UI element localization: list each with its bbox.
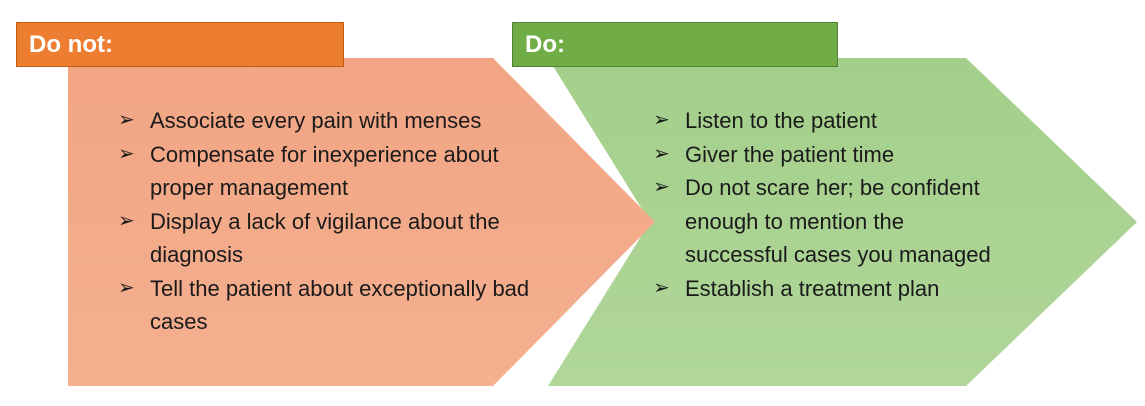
do-list: ➢ Listen to the patient ➢ Giver the pati… — [653, 104, 993, 305]
arrow-bullet-icon: ➢ — [653, 109, 670, 131]
list-item-text: Compensate for inexperience about proper… — [150, 141, 499, 201]
list-item-text: Tell the patient about exceptionally bad… — [150, 275, 530, 335]
arrow-bullet-icon: ➢ — [653, 142, 670, 165]
list-item-text: Listen to the patient — [685, 108, 878, 133]
list-item: ➢ Associate every pain with menses — [118, 104, 538, 138]
arrow-bullet-icon: ➢ — [653, 176, 670, 198]
arrow-bullet-icon: ➢ — [118, 109, 135, 131]
list-item-text: Giver the patient time — [685, 141, 895, 167]
list-item: ➢ Tell the patient about exceptionally b… — [118, 272, 538, 339]
list-item: ➢ Display a lack of vigilance about the … — [118, 205, 538, 272]
list-item: ➢ Do not scare her; be confident enough … — [653, 171, 993, 272]
list-item: ➢ Compensate for inexperience about prop… — [118, 138, 538, 205]
arrow-bullet-icon: ➢ — [118, 209, 135, 232]
list-item-text: Establish a treatment plan — [685, 275, 940, 301]
arrow-bullet-icon: ➢ — [118, 142, 135, 165]
arrow-bullet-icon: ➢ — [118, 276, 135, 299]
arrow-bullet-icon: ➢ — [653, 276, 670, 299]
list-item: ➢ Listen to the patient — [653, 104, 993, 138]
list-item-text: Display a lack of vigilance about the di… — [150, 208, 500, 268]
list-item-text: Do not scare her; be confident enough to… — [685, 175, 991, 267]
list-item-text: Associate every pain with menses — [150, 108, 482, 133]
do-not-arrow-shape — [68, 58, 655, 386]
do-not-header: Do not: — [16, 22, 344, 67]
do-chevron-shape — [548, 58, 1137, 386]
list-item: ➢ Giver the patient time — [653, 138, 993, 172]
do-header: Do: — [512, 22, 838, 67]
list-item: ➢ Establish a treatment plan — [653, 272, 993, 306]
do-not-list: ➢ Associate every pain with menses ➢ Com… — [118, 104, 538, 339]
